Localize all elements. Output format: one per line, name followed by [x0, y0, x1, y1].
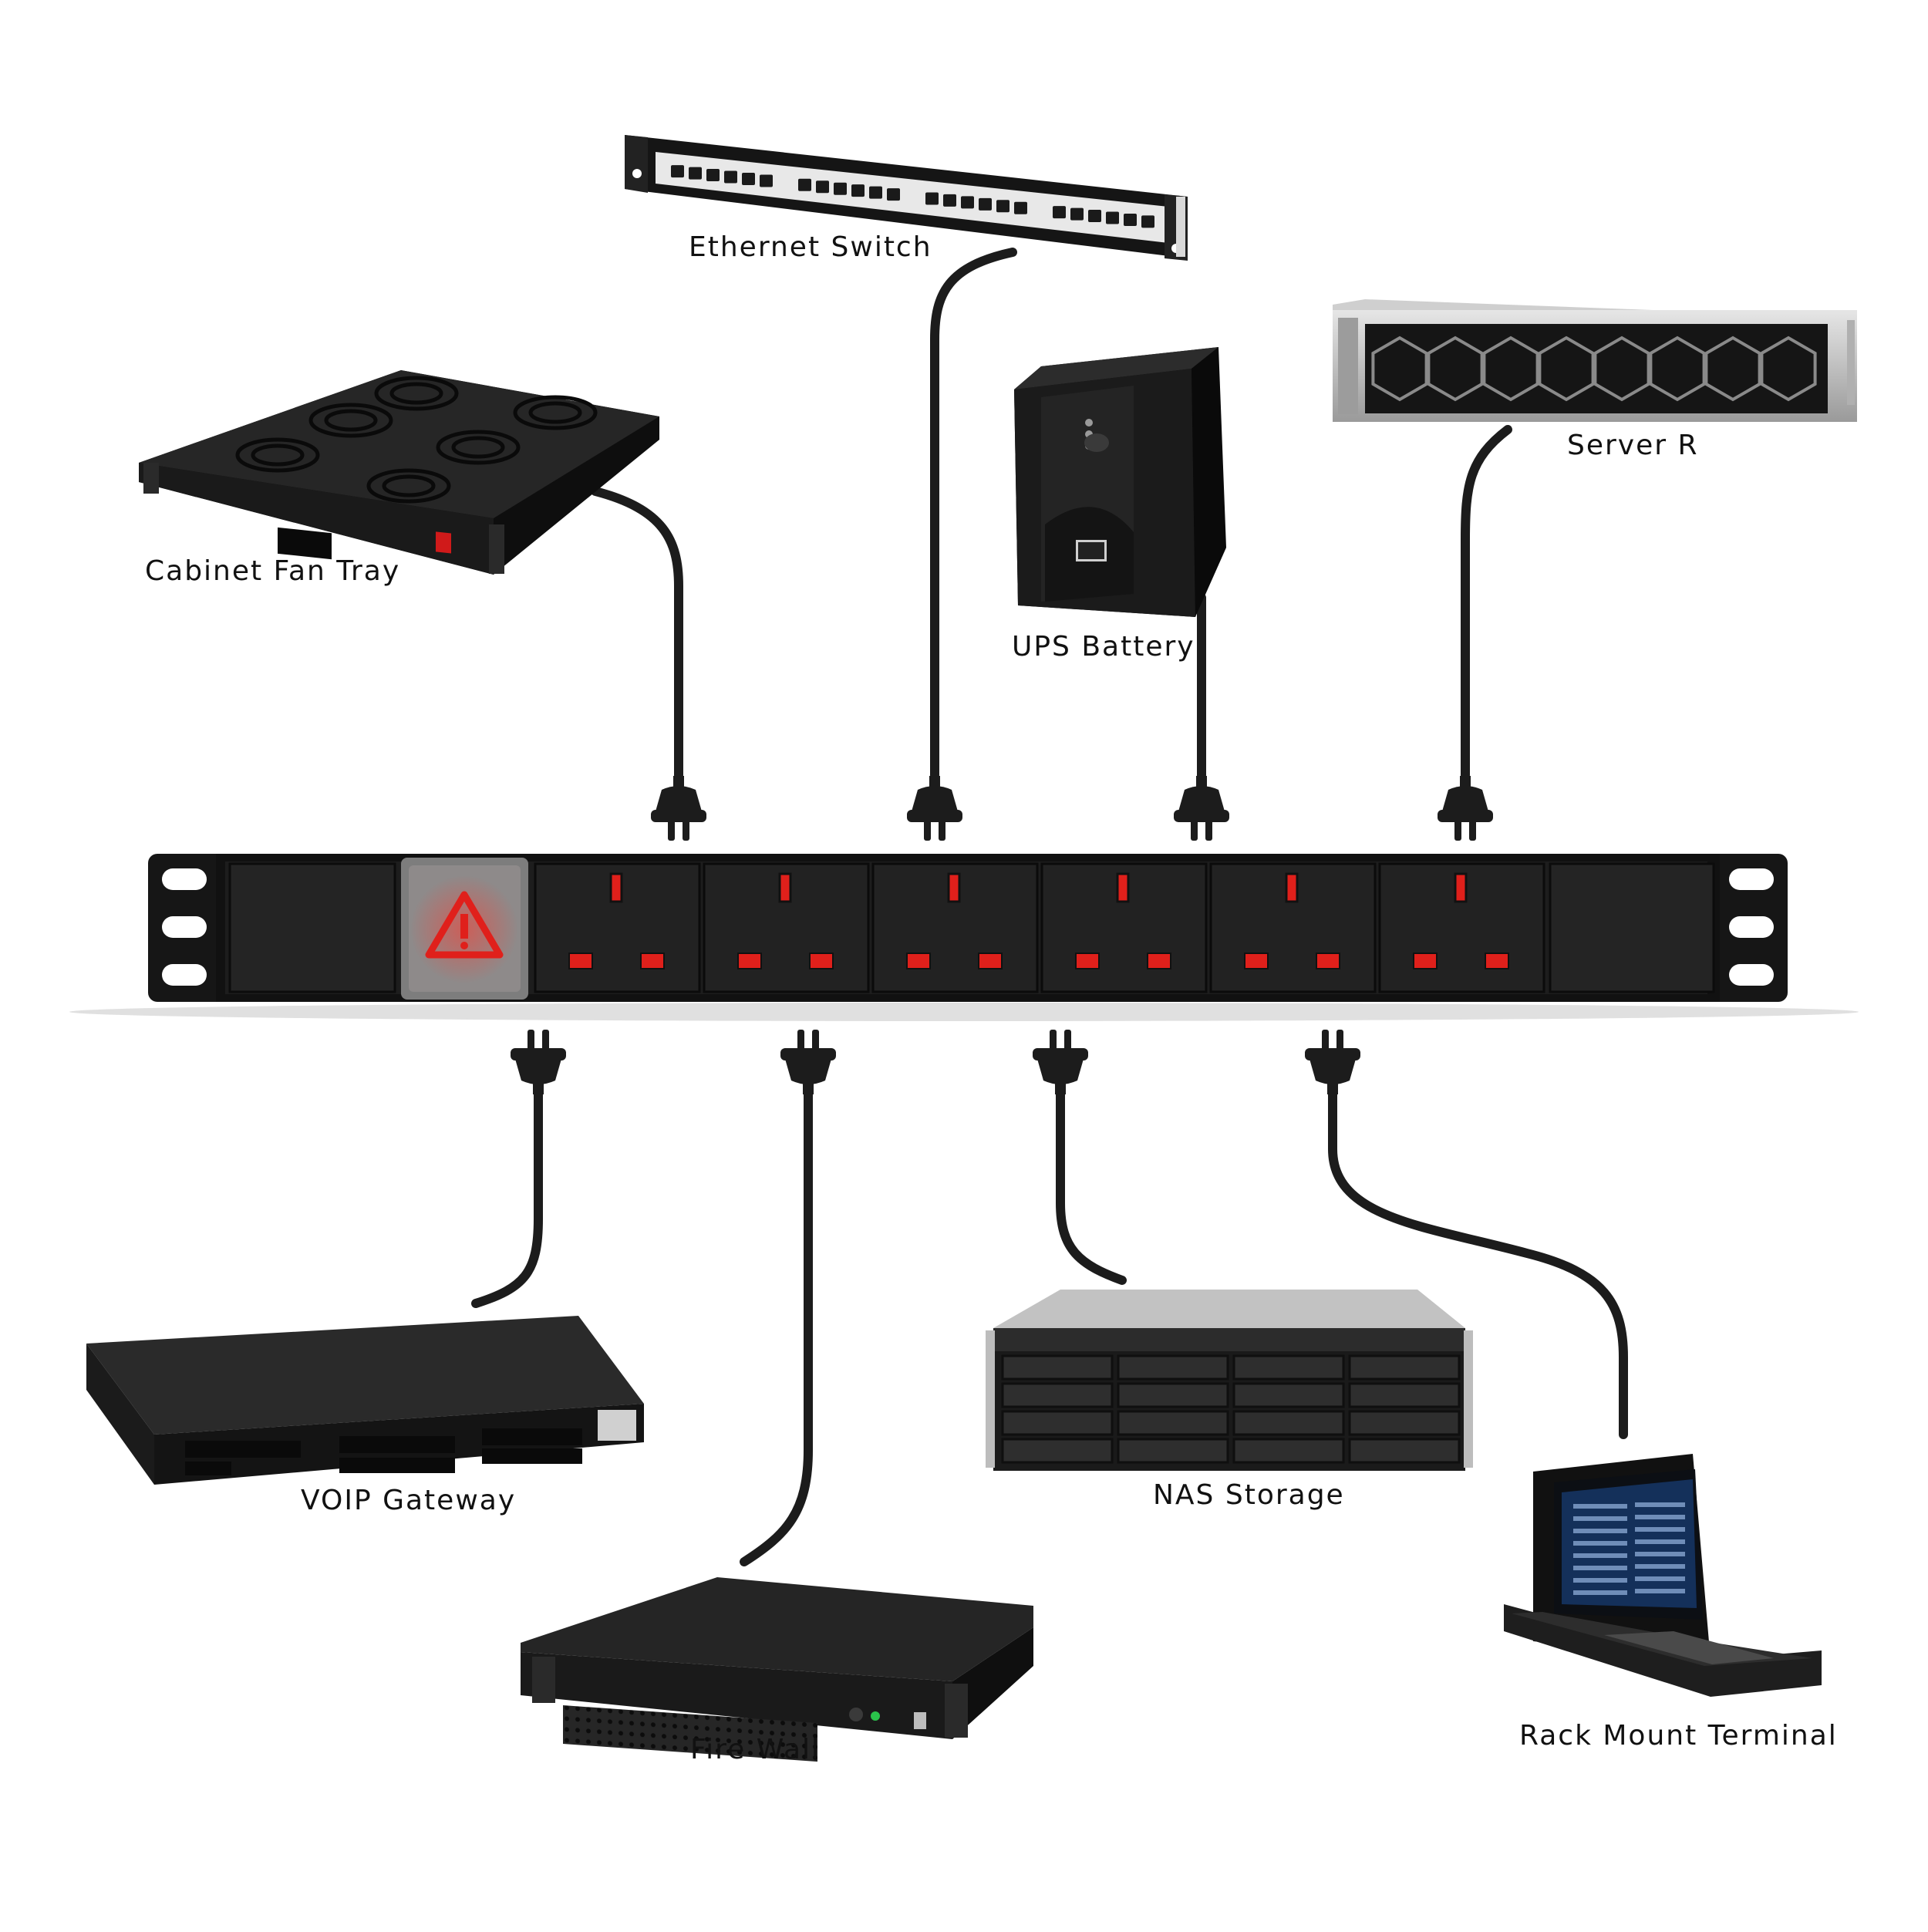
plug-icon	[1438, 776, 1493, 841]
voip-gateway-icon	[86, 1316, 644, 1485]
patch-panel-icon	[625, 135, 1188, 261]
power-socket[interactable]	[534, 862, 701, 993]
cable-rack-mount-terminal	[1328, 1083, 1628, 1439]
power-switch[interactable]	[401, 858, 528, 1000]
power-socket[interactable]	[871, 862, 1039, 993]
power-socket[interactable]	[1209, 862, 1377, 993]
plug-icon	[1305, 1030, 1360, 1094]
device-label-voip-gateway: VOIP Gateway	[301, 1485, 517, 1516]
socket-row	[534, 862, 1545, 993]
cable-voip-gateway	[471, 1083, 543, 1308]
device-label-server-r: Server R	[1567, 430, 1699, 461]
plug-icon	[651, 776, 706, 841]
plug-icon	[780, 1030, 836, 1094]
cable-nas-storage	[1056, 1083, 1127, 1285]
firewall-icon	[521, 1577, 1033, 1762]
device-label-rack-mount-terminal: Rack Mount Terminal	[1519, 1720, 1838, 1752]
plug-icon	[511, 1030, 566, 1094]
ups-icon	[1014, 347, 1226, 617]
fan-tray-icon	[139, 370, 659, 575]
plug-icon	[1033, 1030, 1088, 1094]
rack-server-icon	[1333, 299, 1857, 422]
plug-icon	[907, 776, 962, 841]
power-socket[interactable]	[703, 862, 870, 993]
device-label-ups-battery: UPS Battery	[1012, 631, 1195, 663]
cable-fire-wall	[740, 1083, 813, 1566]
device-label-fire-wall: Fire Wall	[690, 1734, 821, 1765]
nas-icon	[986, 1290, 1473, 1471]
pdu-power-strip	[69, 854, 1859, 1021]
warning-triangle-icon	[425, 891, 504, 959]
device-label-nas-storage: NAS Storage	[1153, 1479, 1345, 1511]
plug-icon	[1174, 776, 1229, 841]
power-socket[interactable]	[1378, 862, 1545, 993]
cable-cabinet-fan-tray	[591, 487, 683, 780]
cable-ethernet-switch	[930, 248, 1017, 780]
kvm-console-icon	[1504, 1454, 1822, 1697]
cable-server-r	[1461, 425, 1512, 780]
device-label-cabinet-fan-tray: Cabinet Fan Tray	[145, 555, 401, 587]
device-label-ethernet-switch: Ethernet Switch	[689, 231, 932, 263]
power-socket[interactable]	[1040, 862, 1208, 993]
